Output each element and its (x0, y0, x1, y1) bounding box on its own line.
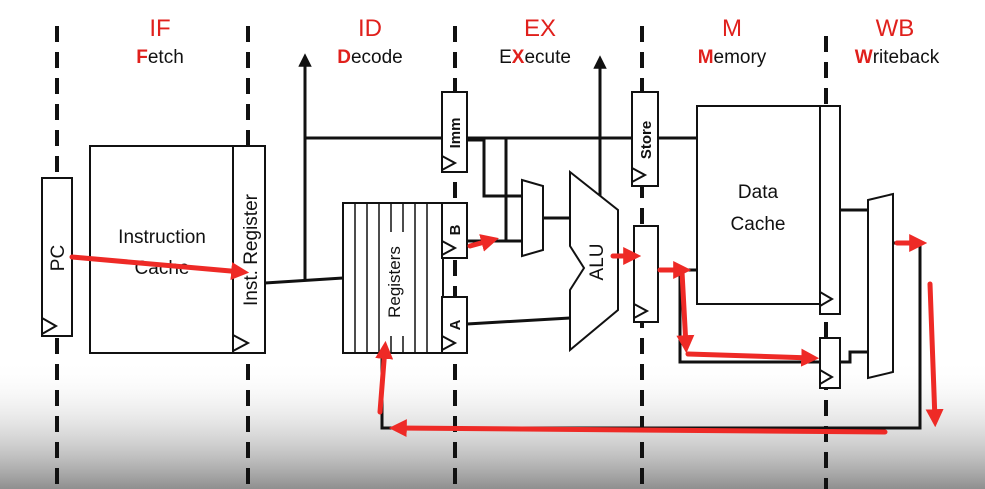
stage-header-if: IF Fetch (136, 15, 184, 68)
clock-icon (41, 317, 59, 335)
clock-icon (441, 240, 458, 256)
red-arrow-feedback-left (388, 419, 888, 438)
red-arrow-up-registers (375, 340, 394, 415)
clock-icon (633, 303, 650, 319)
stage-separators (55, 26, 828, 489)
stage-title-id: ID (358, 15, 382, 42)
ex-m-register (633, 225, 659, 323)
store-label: Store (638, 121, 655, 159)
clock-icon (819, 369, 834, 385)
b-label: B (447, 224, 464, 235)
alu-label: ALU (587, 244, 608, 281)
store-register: Store (631, 91, 659, 187)
m-wb-register (819, 105, 841, 315)
a-label: A (447, 319, 464, 330)
annotation-arrows (69, 234, 944, 438)
stage-subtitle-if: Fetch (136, 47, 184, 68)
instruction-cache: Instruction Cache (89, 145, 234, 354)
stage-subtitle-m: Memory (698, 47, 767, 68)
pc-label: PC (48, 245, 69, 271)
stage-subtitle-id: Decode (337, 47, 403, 68)
clock-icon (441, 335, 458, 351)
inst-register: Inst. Register (232, 145, 266, 354)
wire-wbreg-to-wbmux (840, 350, 868, 364)
imm-register: Imm (441, 91, 468, 173)
data-cache-label-2: Cache (731, 214, 786, 235)
clock-icon (631, 167, 648, 183)
m-wb-bypass-register (819, 337, 841, 389)
registers-label: Registers (385, 246, 404, 318)
stage-header-ex: EX EXecute (499, 15, 571, 68)
stage-title-if: IF (149, 15, 170, 42)
stage-title-wb: WB (876, 15, 915, 42)
pc-register: PC (41, 177, 73, 337)
instruction-cache-label-1: Instruction (118, 227, 206, 248)
clock-icon (232, 334, 251, 352)
red-arrow-b-to-mux (467, 234, 499, 252)
b-register: B (441, 202, 468, 259)
stage-header-m: M Memory (698, 15, 767, 68)
clock-icon (819, 291, 834, 307)
wb-mux (867, 192, 894, 380)
stage-title-m: M (722, 15, 742, 42)
red-arrow-to-wbreg (685, 348, 820, 367)
wire-a-to-alu (466, 316, 571, 326)
ex-mux (521, 178, 544, 258)
alu: ALU (569, 169, 619, 353)
stage-header-id: ID Decode (337, 15, 403, 68)
a-register: A (441, 296, 468, 354)
stage-subtitle-wb: Writeback (855, 47, 940, 68)
data-cache: Data Cache (696, 105, 821, 305)
inst-register-label: Inst. Register (241, 193, 262, 306)
clock-icon (441, 155, 458, 171)
red-arrow-pc-to-inst (69, 254, 250, 281)
data-cache-label-1: Data (738, 182, 779, 203)
stage-header-wb: WB Writeback (855, 15, 940, 68)
register-file: Registers (342, 202, 444, 354)
wire-bypass-to-wbreg (678, 270, 820, 364)
red-arrow-down-bypass (676, 269, 695, 354)
wire-imm-to-mux (467, 138, 522, 198)
stage-subtitle-ex: EXecute (499, 47, 571, 68)
imm-label: Imm (447, 118, 464, 149)
red-arrow-down-right (925, 281, 944, 428)
stage-title-ex: EX (524, 15, 556, 42)
